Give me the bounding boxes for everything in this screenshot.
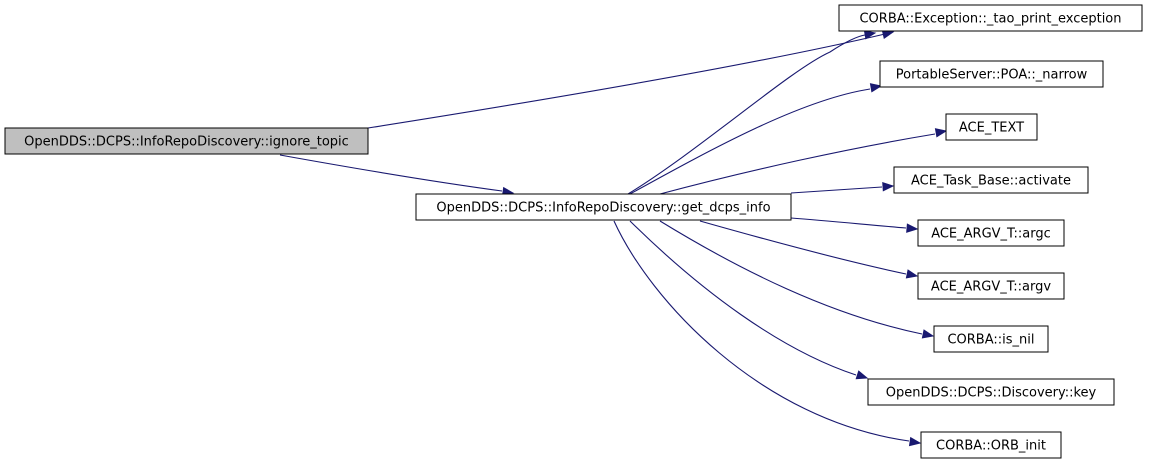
arrowhead [882,182,895,192]
node-label: CORBA::is_nil [947,333,1034,348]
edge-get_dcps_info-to-argv [699,220,919,279]
arrowhead [905,269,919,279]
node-box[interactable] [945,113,1038,141]
node-label: ACE_ARGV_T::argc [931,227,1051,242]
arrowhead [863,30,877,40]
node-argc[interactable]: ACE_ARGV_T::argc [917,219,1065,247]
arrowhead [908,436,922,447]
node-poa-narrow[interactable]: PortableServer::POA::_narrow [879,60,1104,88]
nodes-layer: OpenDDS::DCPS::InfoRepoDiscovery::ignore… [4,4,1143,459]
edge-get_dcps_info-to-orb_init [613,220,922,447]
arrowhead [921,329,935,339]
node-box[interactable] [879,60,1104,88]
node-argv[interactable]: ACE_ARGV_T::argv [917,272,1065,300]
edge-line [279,154,503,192]
node-ignore-topic[interactable]: OpenDDS::DCPS::InfoRepoDiscovery::ignore… [4,127,369,155]
arrowhead [855,370,869,380]
node-box[interactable] [920,431,1062,459]
node-get-dcps-info[interactable]: OpenDDS::DCPS::InfoRepoDiscovery::get_dc… [415,193,792,221]
arrowhead [869,83,883,93]
edge-line [659,133,936,195]
node-discovery-key[interactable]: OpenDDS::DCPS::Discovery::key [867,378,1115,406]
node-box[interactable] [893,166,1089,194]
node-tao-print-exception[interactable]: CORBA::Exception::_tao_print_exception [838,4,1143,32]
edge-get_dcps_info-to-activate [790,182,895,194]
node-label: OpenDDS::DCPS::InfoRepoDiscovery::ignore… [24,135,349,150]
edge-line [367,33,886,129]
node-box[interactable] [838,4,1143,32]
edge-line [699,220,907,275]
edge-get_dcps_info-to-discovery_key [629,220,869,380]
edge-get_dcps_info-to-poa_narrow [629,83,883,195]
edge-line [629,220,857,376]
edge-ignore_topic-to-tao_print_exception [367,29,895,129]
node-label: OpenDDS::DCPS::Discovery::key [886,386,1097,401]
node-label: ACE_Task_Base::activate [911,174,1071,189]
edge-line [629,88,871,195]
edge-line [613,220,910,442]
node-is-nil[interactable]: CORBA::is_nil [933,325,1049,353]
node-label: OpenDDS::DCPS::InfoRepoDiscovery::get_dc… [436,201,770,216]
node-ace-text[interactable]: ACE_TEXT [945,113,1038,141]
arrowhead [906,223,919,233]
node-label: PortableServer::POA::_narrow [896,68,1088,83]
node-box[interactable] [917,219,1065,247]
node-box[interactable] [415,193,792,221]
node-box[interactable] [933,325,1049,353]
edge-get_dcps_info-to-argc [790,217,919,233]
arrowhead [881,29,895,40]
edge-line [659,220,923,335]
node-orb-init[interactable]: CORBA::ORB_init [920,431,1062,459]
node-label: ACE_TEXT [959,121,1024,136]
node-activate[interactable]: ACE_Task_Base::activate [893,166,1089,194]
node-label: CORBA::Exception::_tao_print_exception [859,12,1121,27]
node-label: CORBA::ORB_init [936,439,1046,454]
edge-get_dcps_info-to-ace_text [659,128,948,195]
edge-get_dcps_info-to-is_nil [659,220,935,339]
edge-get_dcps_info-to-tao_print_exception [627,30,877,195]
edge-line [790,217,907,229]
node-label: ACE_ARGV_T::argv [931,280,1051,295]
edges-layer [279,29,948,447]
arrowhead [934,128,948,138]
node-box[interactable] [917,272,1065,300]
node-box[interactable] [4,127,369,155]
edge-line [790,186,883,194]
edge-line [627,34,866,195]
node-box[interactable] [867,378,1115,406]
edge-ignore_topic-to-get_dcps_info [279,154,515,197]
